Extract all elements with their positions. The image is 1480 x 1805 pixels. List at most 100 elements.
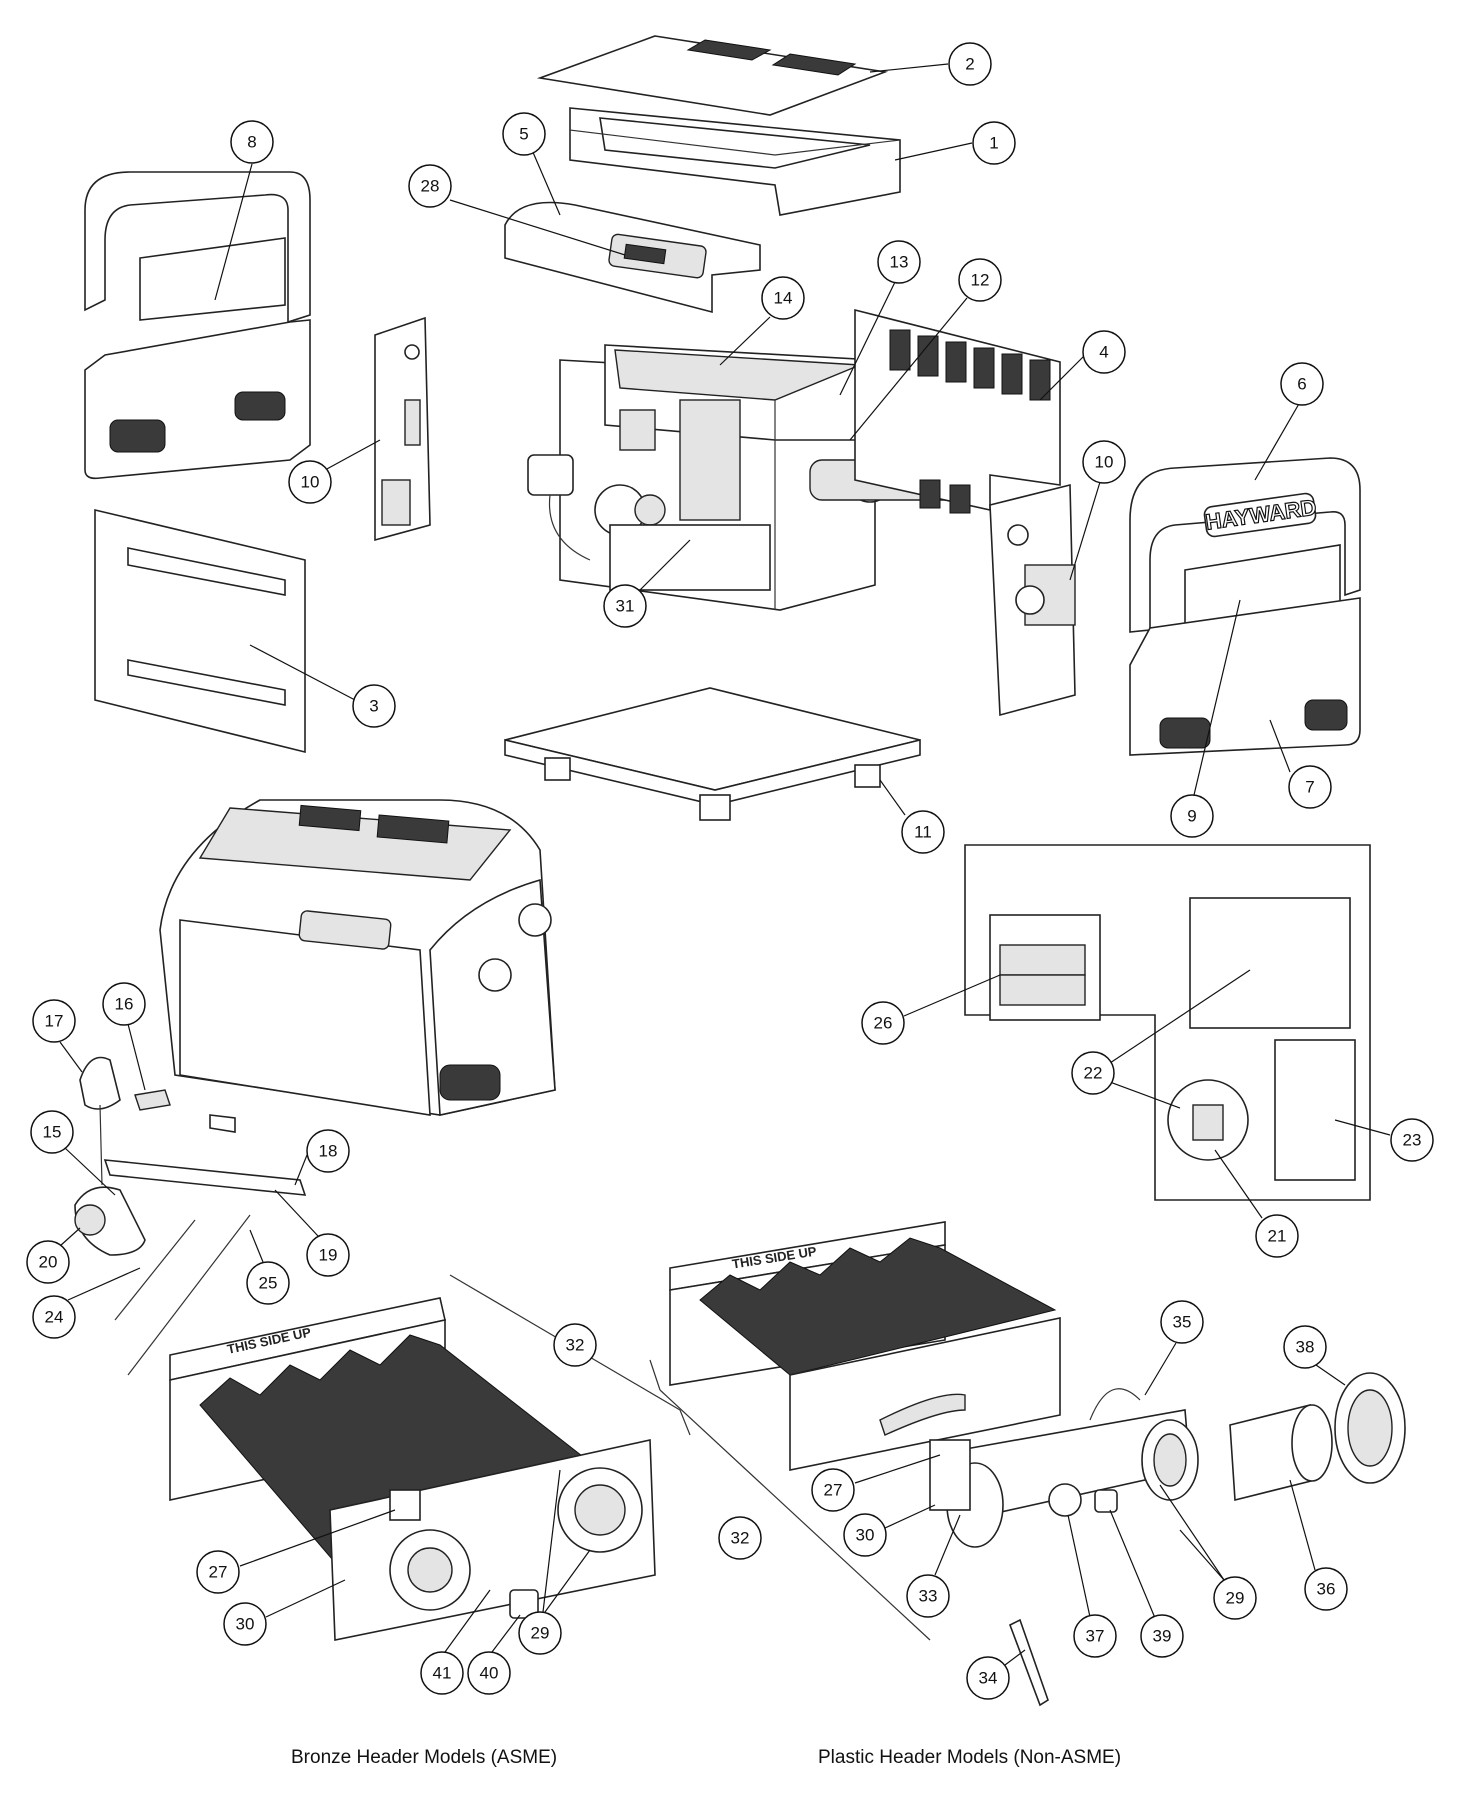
callout-9: 9 [1170, 599, 1241, 838]
svg-text:18: 18 [319, 1142, 338, 1161]
svg-text:32: 32 [566, 1336, 585, 1355]
svg-text:27: 27 [209, 1563, 228, 1582]
callout-21: 21 [1214, 1149, 1299, 1258]
svg-text:21: 21 [1268, 1227, 1287, 1246]
caption-plastic-header-models: Plastic Header Models (Non-ASME) [818, 1747, 1122, 1768]
bronze-heat-exchanger: THIS SIDE UP [169, 1297, 656, 1641]
svg-text:40: 40 [480, 1664, 499, 1683]
svg-text:32: 32 [731, 1529, 750, 1548]
svg-text:27: 27 [824, 1481, 843, 1500]
svg-text:14: 14 [774, 289, 793, 308]
callout-37: 37 [1067, 1514, 1117, 1658]
callout-10-left: 10 [288, 439, 381, 504]
callout-36: 36 [1289, 1479, 1348, 1611]
svg-text:30: 30 [856, 1526, 875, 1545]
svg-text:16: 16 [115, 995, 134, 1014]
svg-text:28: 28 [421, 177, 440, 196]
callout-3: 3 [249, 644, 396, 728]
svg-text:17: 17 [45, 1012, 64, 1031]
callout-18: 18 [294, 1129, 350, 1186]
callout-15: 15 [30, 1110, 116, 1196]
callout-2: 2 [869, 42, 992, 86]
svg-text:10: 10 [1095, 453, 1114, 472]
callout-1: 1 [894, 121, 1016, 165]
svg-text:20: 20 [39, 1253, 58, 1272]
control-panel [964, 844, 1371, 1201]
callout-34: 34 [966, 1649, 1026, 1700]
svg-text:35: 35 [1173, 1313, 1192, 1332]
svg-text:9: 9 [1187, 807, 1196, 826]
svg-text:12: 12 [971, 271, 990, 290]
svg-text:6: 6 [1297, 375, 1306, 394]
callout-27-plastic: 27 [811, 1454, 941, 1512]
svg-text:11: 11 [914, 823, 932, 842]
svg-text:3: 3 [369, 697, 378, 716]
svg-text:33: 33 [919, 1587, 938, 1606]
jacket-top-frame [569, 107, 901, 216]
callout-30-bronze: 30 [223, 1579, 346, 1646]
callout-32-bronze: 32 [553, 1323, 597, 1367]
callout-27-bronze: 27 [196, 1509, 396, 1594]
callout-8: 8 [214, 120, 274, 301]
callout-16: 16 [102, 982, 146, 1091]
callout-26: 26 [861, 974, 1001, 1045]
svg-text:25: 25 [259, 1274, 278, 1293]
callout-30-plastic: 30 [843, 1504, 936, 1557]
callout-38: 38 [1283, 1325, 1346, 1386]
callouts: 1 2 3 4 5 6 7 8 [26, 42, 1434, 1700]
callout-4: 4 [1039, 330, 1126, 401]
callout-10-right: 10 [1069, 440, 1126, 581]
svg-text:23: 23 [1403, 1131, 1422, 1150]
caption-bronze-header-models: Bronze Header Models (ASME) [291, 1747, 558, 1768]
front-control-cover [504, 201, 761, 314]
callout-25: 25 [246, 1229, 290, 1305]
callout-41: 41 [420, 1589, 491, 1695]
svg-text:24: 24 [45, 1308, 64, 1327]
plastic-heat-exchanger: THIS SIDE UP [669, 1221, 1406, 1707]
svg-text:31: 31 [616, 597, 635, 616]
svg-text:8: 8 [247, 133, 256, 152]
svg-text:7: 7 [1305, 778, 1314, 797]
assembled-heater [159, 799, 556, 1116]
callout-22: 22 [1071, 969, 1251, 1109]
svg-text:38: 38 [1296, 1338, 1315, 1357]
callout-23: 23 [1334, 1118, 1434, 1162]
callout-29-plastic: 29 [1159, 1484, 1257, 1620]
svg-text:30: 30 [236, 1615, 255, 1634]
callout-7: 7 [1269, 719, 1332, 809]
svg-text:37: 37 [1086, 1627, 1105, 1646]
svg-text:5: 5 [519, 125, 528, 144]
heater-chassis [527, 344, 961, 611]
callout-20: 20 [26, 1227, 81, 1284]
svg-text:1: 1 [989, 134, 998, 153]
callout-28: 28 [408, 164, 626, 256]
left-side-panel [374, 316, 431, 542]
burner-components [74, 1056, 307, 1376]
callout-24: 24 [32, 1267, 141, 1339]
front-access-panel [94, 508, 306, 754]
svg-text:15: 15 [43, 1123, 62, 1142]
svg-text:2: 2 [965, 55, 974, 74]
callout-12: 12 [849, 258, 1002, 441]
rear-panel [854, 308, 1061, 514]
svg-text:39: 39 [1153, 1627, 1172, 1646]
callout-39: 39 [1109, 1509, 1184, 1658]
callout-29-bronze: 29 [518, 1469, 591, 1655]
svg-text:41: 41 [433, 1664, 452, 1683]
callout-13: 13 [839, 240, 921, 396]
top-panel [536, 35, 889, 116]
svg-text:29: 29 [531, 1624, 550, 1643]
callout-6: 6 [1254, 362, 1324, 481]
callout-11: 11 [879, 779, 945, 854]
callout-5: 5 [502, 112, 561, 216]
svg-text:4: 4 [1099, 343, 1108, 362]
svg-text:26: 26 [874, 1014, 893, 1033]
callout-14: 14 [719, 276, 805, 366]
left-bezel [84, 171, 311, 480]
callout-17: 17 [32, 999, 83, 1073]
svg-text:10: 10 [301, 473, 320, 492]
callout-19: 19 [274, 1189, 350, 1277]
callout-33: 33 [906, 1514, 961, 1618]
